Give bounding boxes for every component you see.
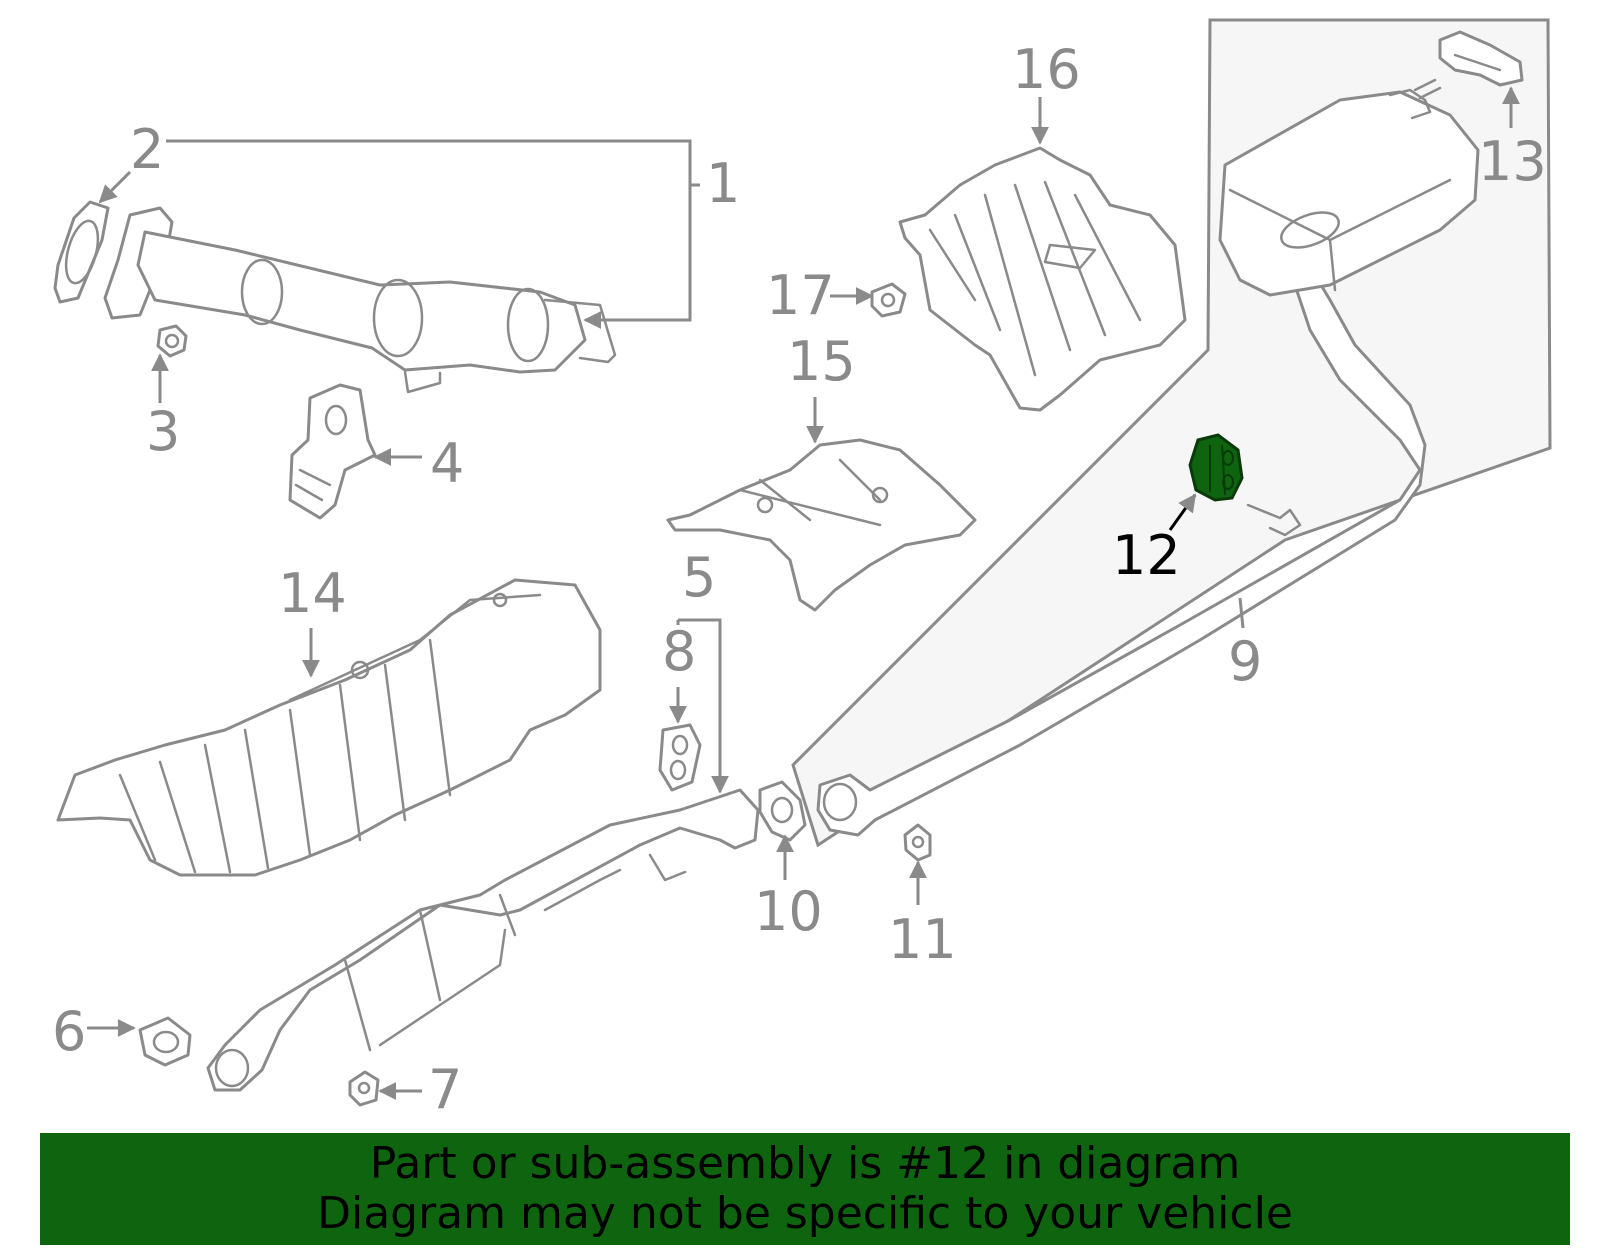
leader-lines — [87, 86, 1520, 1100]
callout-9: 9 — [1228, 630, 1262, 693]
part-3-nut[interactable] — [156, 324, 188, 358]
callout-2: 2 — [130, 118, 164, 181]
banner-line-2: Diagram may not be specific to your vehi… — [317, 1188, 1293, 1239]
callout-13: 13 — [1478, 130, 1547, 193]
callout-11: 11 — [888, 908, 957, 971]
info-banner: Part or sub-assembly is #12 in diagram D… — [40, 1133, 1570, 1245]
part-7-nut[interactable] — [348, 1070, 380, 1107]
callout-10: 10 — [754, 880, 823, 943]
callout-5: 5 — [682, 546, 716, 609]
part-5-center-pipe[interactable] — [206, 788, 760, 1092]
callout-4: 4 — [430, 432, 464, 495]
part-15-heat-shield-plate[interactable] — [666, 438, 977, 612]
part-16-heat-shield[interactable] — [898, 146, 1187, 412]
callout-6: 6 — [52, 1000, 86, 1063]
part-12-rubber-hanger[interactable] — [1188, 433, 1244, 502]
part-9-rear-muffler[interactable] — [816, 78, 1480, 837]
part-13-hanger-bracket[interactable] — [1438, 30, 1524, 87]
part-10-gasket[interactable] — [758, 780, 807, 842]
callout-12: 12 — [1112, 524, 1181, 587]
callout-14: 14 — [278, 562, 347, 625]
part-1-front-pipe[interactable] — [103, 206, 617, 394]
callout-3: 3 — [146, 400, 180, 463]
callout-15: 15 — [787, 330, 856, 393]
part-6-gasket[interactable] — [138, 1016, 192, 1067]
callout-7: 7 — [428, 1058, 462, 1121]
part-17-nut[interactable] — [870, 282, 907, 318]
part-14-heat-shield[interactable] — [56, 578, 602, 877]
part-8-rubber-hanger[interactable] — [658, 723, 702, 792]
callout-labels: 1 2 3 4 5 6 7 8 9 10 11 12 13 14 15 16 1… — [52, 38, 1547, 1121]
part-4-bracket[interactable] — [288, 383, 377, 520]
part-2-gasket[interactable] — [53, 200, 110, 304]
callout-1: 1 — [706, 152, 740, 215]
callout-17: 17 — [766, 264, 835, 327]
callout-8: 8 — [662, 620, 696, 683]
banner-line-1: Part or sub-assembly is #12 in diagram — [369, 1138, 1241, 1189]
callout-16: 16 — [1012, 38, 1081, 101]
part-11-nut[interactable] — [903, 823, 932, 862]
